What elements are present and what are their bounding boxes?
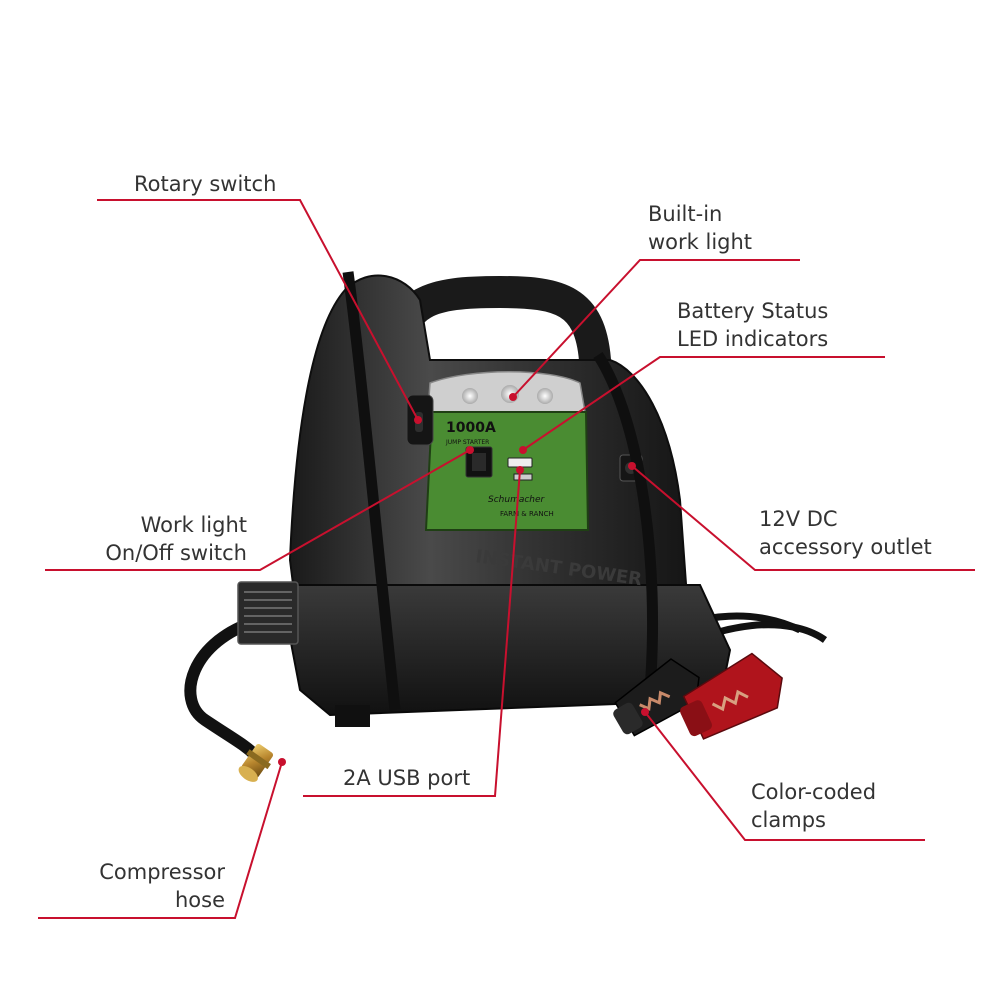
callout-hose-line2: hose (174, 888, 225, 912)
strap-right (593, 352, 659, 691)
callout-clamps-line1: Color-coded (751, 780, 877, 804)
panel-series: FARM & RANCH (500, 510, 554, 518)
clamp-red (680, 652, 783, 740)
callout-battery-status-line2: LED indicators (677, 327, 829, 351)
led-1 (462, 388, 478, 404)
leader-dot-hose (278, 758, 286, 766)
leader-dc-outlet (631, 465, 975, 571)
hose-fitting-icon (238, 743, 274, 782)
callout-rotary-switch: Rotary switch (134, 170, 276, 198)
callout-dc-outlet-line1: 12V DC (759, 507, 838, 531)
callout-work-light-line2: work light (648, 230, 753, 254)
leader-dot-light-switch (466, 446, 474, 454)
leader-rotary (97, 199, 419, 421)
callout-work-light: Built-in work light (648, 200, 752, 256)
leader-light-switch (45, 449, 471, 571)
callout-battery-status-line1: Battery Status (677, 299, 829, 323)
panel-rating: 1000A (446, 420, 496, 436)
leader-dot-battery-status (519, 446, 527, 454)
leader-work-light (512, 259, 800, 398)
callout-work-light-line1: Built-in (648, 202, 723, 226)
compressor-vent (237, 581, 299, 645)
panel-rating-sub: JUMP STARTER (445, 439, 489, 446)
leader-clamps (644, 711, 925, 841)
callout-battery-status: Battery Status LED indicators (677, 297, 828, 353)
callout-hose-line1: Compressor (99, 860, 225, 884)
leader-dot-clamps (641, 708, 649, 716)
leader-dot-dc-outlet (628, 462, 636, 470)
led-3 (537, 388, 553, 404)
leader-dot-work-light (509, 393, 517, 401)
callout-rotary-switch-text: Rotary switch (134, 172, 277, 196)
callout-usb-port: 2A USB port (343, 764, 470, 792)
callout-work-light-switch-line1: Work light (140, 513, 247, 537)
callout-work-light-switch: Work light On/Off switch (90, 511, 247, 567)
callout-clamps: Color-coded clamps (751, 778, 876, 834)
foot-left (335, 705, 370, 727)
usb-port-icon (507, 457, 533, 468)
callout-dc-outlet-line2: accessory outlet (759, 535, 932, 559)
leader-battery-status (522, 356, 885, 451)
leader-dot-usb (516, 466, 524, 474)
callout-hose: Compressor hose (70, 858, 225, 914)
leader-usb (303, 469, 521, 797)
control-panel (424, 411, 590, 531)
callout-work-light-switch-line2: On/Off switch (105, 541, 247, 565)
callout-dc-outlet: 12V DC accessory outlet (759, 505, 932, 561)
strap-left (342, 271, 401, 711)
leader-hose (38, 761, 283, 919)
callout-usb-port-text: 2A USB port (343, 766, 471, 790)
callout-clamps-line2: clamps (751, 808, 826, 832)
compressor-hose (184, 614, 266, 761)
leader-dot-rotary (414, 416, 422, 424)
status-led-strip (513, 473, 533, 481)
